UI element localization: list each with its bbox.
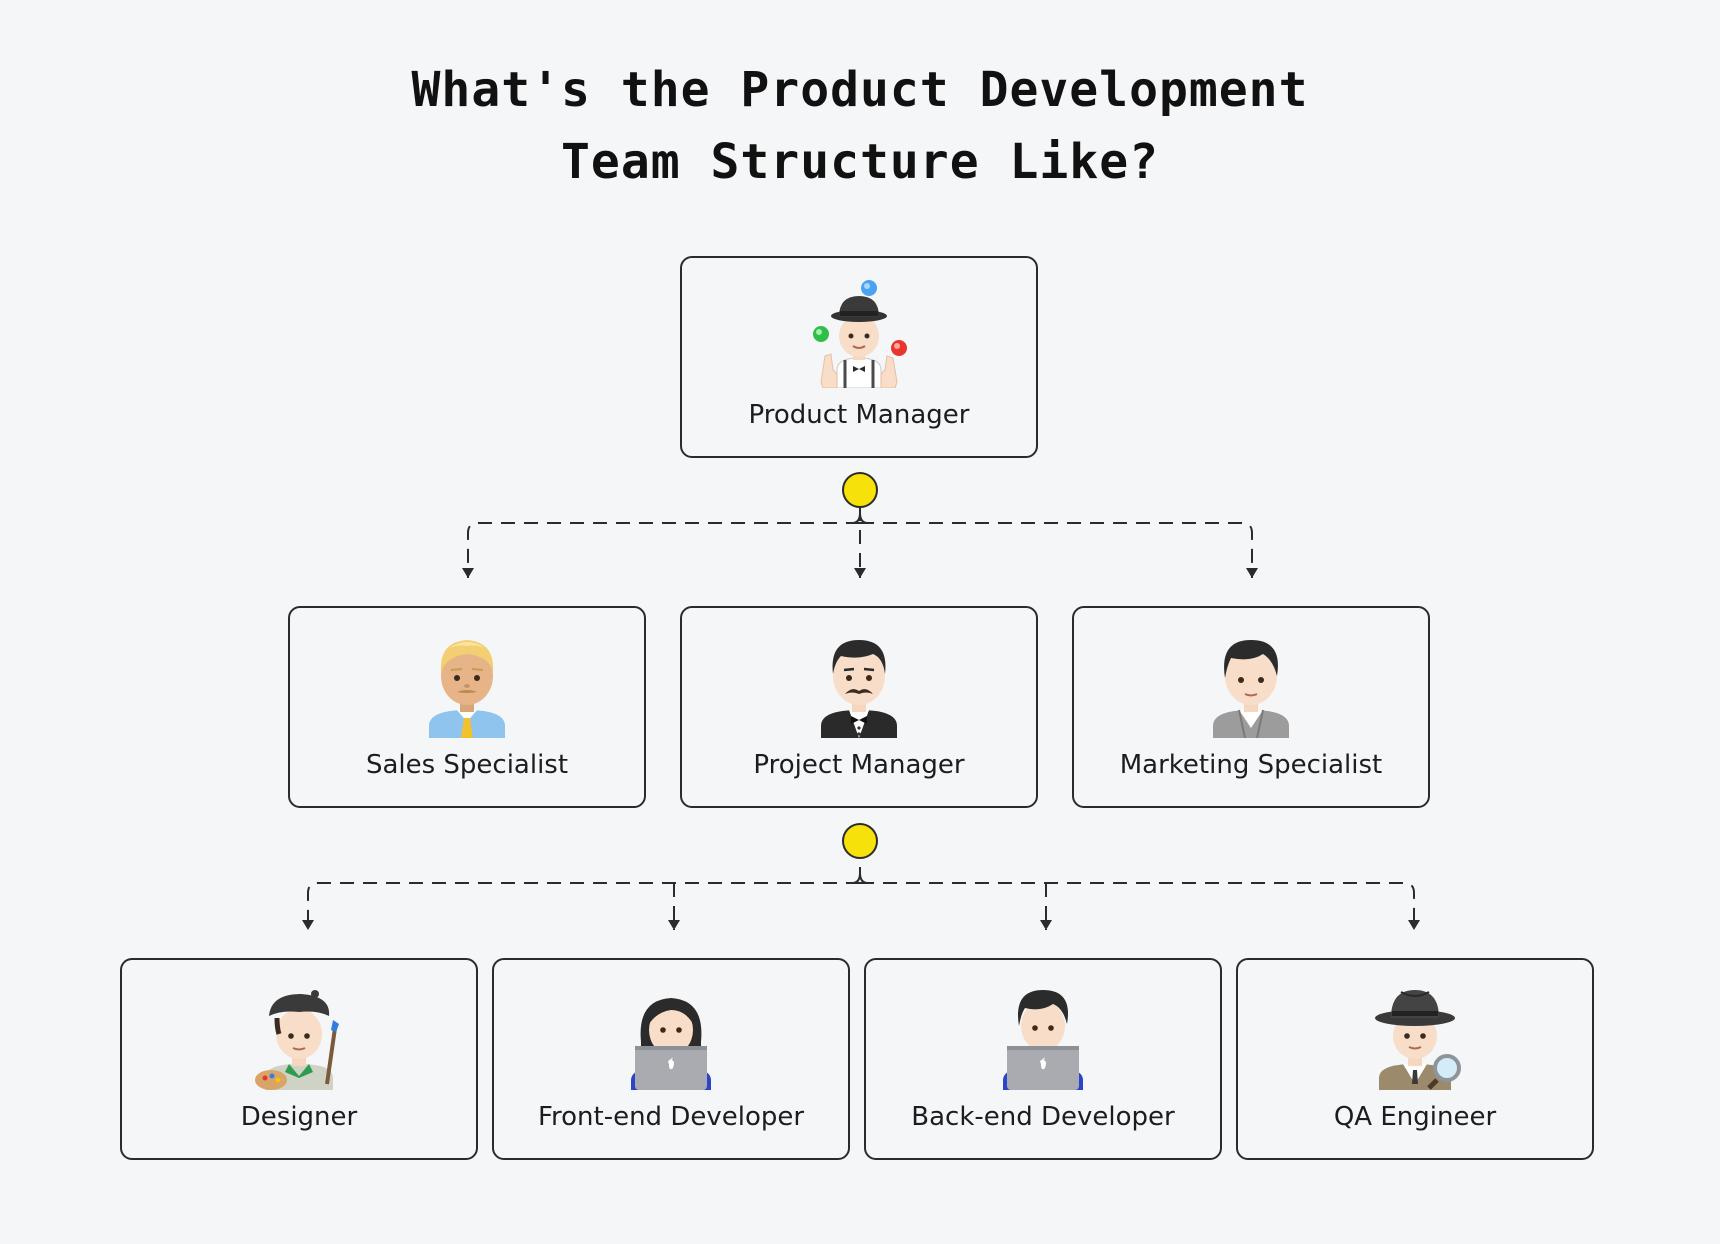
arrow-to-marketing-specialist <box>1246 568 1258 578</box>
node-label: Product Manager <box>748 400 970 430</box>
arrow-to-sales-specialist <box>462 568 474 578</box>
node-label: QA Engineer <box>1333 1102 1497 1132</box>
node-sales-specialist: Sales Specialist <box>288 606 646 808</box>
diagram-title: What's the Product Development Team Stru… <box>0 54 1720 198</box>
man-in-suit-icon <box>1213 640 1289 738</box>
node-frontend-developer: Front-end Developer <box>492 958 850 1160</box>
node-product-manager: Product Manager <box>680 256 1038 458</box>
connector-to-qa-engineer <box>860 882 1415 930</box>
arrow-to-frontend-developer <box>668 920 680 930</box>
node-label: Designer <box>240 1102 358 1132</box>
node-label: Project Manager <box>753 750 965 780</box>
title-line-1: What's the Product Development <box>411 62 1309 118</box>
arrow-to-project-manager <box>854 568 866 578</box>
woman-technologist-icon <box>631 998 711 1090</box>
level-2-connectors <box>307 882 1415 930</box>
node-label: Marketing Specialist <box>1119 750 1383 780</box>
connector-to-marketing-specialist <box>860 522 1253 578</box>
man-juggling-icon <box>813 280 907 388</box>
node-qa-engineer: QA Engineer <box>1236 958 1594 1160</box>
node-label: Back-end Developer <box>911 1102 1175 1132</box>
man-technologist-icon <box>1003 990 1083 1090</box>
level-1-junction-brace <box>851 512 869 524</box>
arrow-to-qa-engineer <box>1408 920 1420 930</box>
detective-with-magnifier-icon <box>1375 990 1461 1090</box>
node-marketing-specialist: Marketing Specialist <box>1072 606 1430 808</box>
title-line-2: Team Structure Like? <box>561 134 1159 190</box>
level-2-arrowheads <box>302 920 1420 930</box>
connector-to-sales-specialist <box>467 522 860 578</box>
businessman-tie-icon <box>429 640 505 738</box>
node-label: Front-end Developer <box>537 1102 805 1132</box>
level-1-arrowheads <box>462 568 1258 578</box>
man-in-tuxedo-icon <box>821 640 897 738</box>
level-2-junction-brace <box>851 867 869 884</box>
artist-with-palette-icon <box>255 990 339 1090</box>
node-backend-developer: Back-end Developer <box>864 958 1222 1160</box>
node-project-manager: Project Manager <box>680 606 1038 808</box>
connector-to-designer <box>307 882 860 930</box>
level-2-junction-dot <box>842 823 878 859</box>
node-designer: Designer <box>120 958 478 1160</box>
level-1-junction-dot <box>842 472 878 508</box>
arrow-to-designer <box>302 920 314 930</box>
arrow-to-backend-developer <box>1040 920 1052 930</box>
node-label: Sales Specialist <box>365 750 569 780</box>
